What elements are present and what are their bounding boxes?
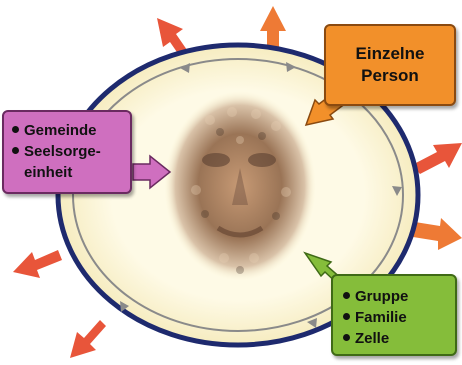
bullet-icon — [343, 313, 350, 320]
mosaic-eye-left — [202, 153, 230, 167]
einzelne-line1: Einzelne — [356, 43, 425, 65]
list-item: Seelsorge- — [12, 141, 124, 162]
gemeinde-box: Gemeinde Seelsorge- einheit — [2, 110, 132, 194]
list-item: Zelle — [343, 328, 449, 349]
list-item: Gemeinde — [12, 120, 124, 141]
gruppe-box: Gruppe Familie Zelle — [331, 274, 457, 356]
outward-arrow — [413, 218, 462, 250]
bullet-icon — [12, 147, 19, 154]
outward-arrow — [412, 143, 462, 174]
list-item-label: Zelle — [355, 330, 389, 347]
list-item: Familie — [343, 307, 449, 328]
list-item-label: Familie — [355, 309, 407, 326]
bullet-icon — [343, 292, 350, 299]
einzelne-person-box: Einzelne Person — [324, 24, 456, 106]
list-item-continuation: einheit — [12, 162, 124, 183]
einzelne-line2: Person — [361, 65, 419, 87]
mosaic-eye-right — [248, 153, 276, 167]
list-item: Gruppe — [343, 286, 449, 307]
outward-arrow — [70, 320, 106, 358]
crowd-mosaic — [164, 91, 316, 281]
bullet-icon — [343, 334, 350, 341]
list-item-label: Gruppe — [355, 288, 408, 305]
list-item-label: Seelsorge- — [24, 143, 101, 160]
outward-arrow — [13, 250, 62, 278]
list-item-label: Gemeinde — [24, 122, 97, 139]
bullet-icon — [12, 126, 19, 133]
